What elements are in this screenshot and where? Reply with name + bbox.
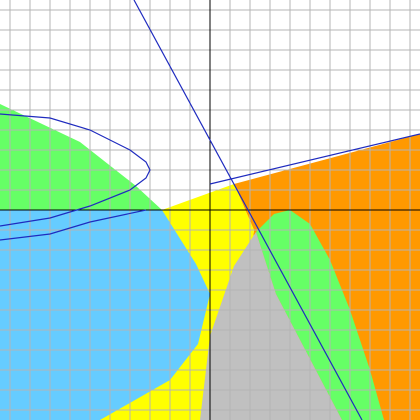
region-green-bottom-right — [256, 210, 384, 420]
curve-shallow-line — [209, 133, 420, 185]
region-gray-wedge — [200, 232, 342, 420]
region-blue-region — [0, 210, 210, 420]
curve-steep-line — [133, 0, 363, 420]
curve-sideways-parabola-lower — [0, 209, 147, 241]
curve-sideways-parabola-upper — [0, 113, 151, 227]
